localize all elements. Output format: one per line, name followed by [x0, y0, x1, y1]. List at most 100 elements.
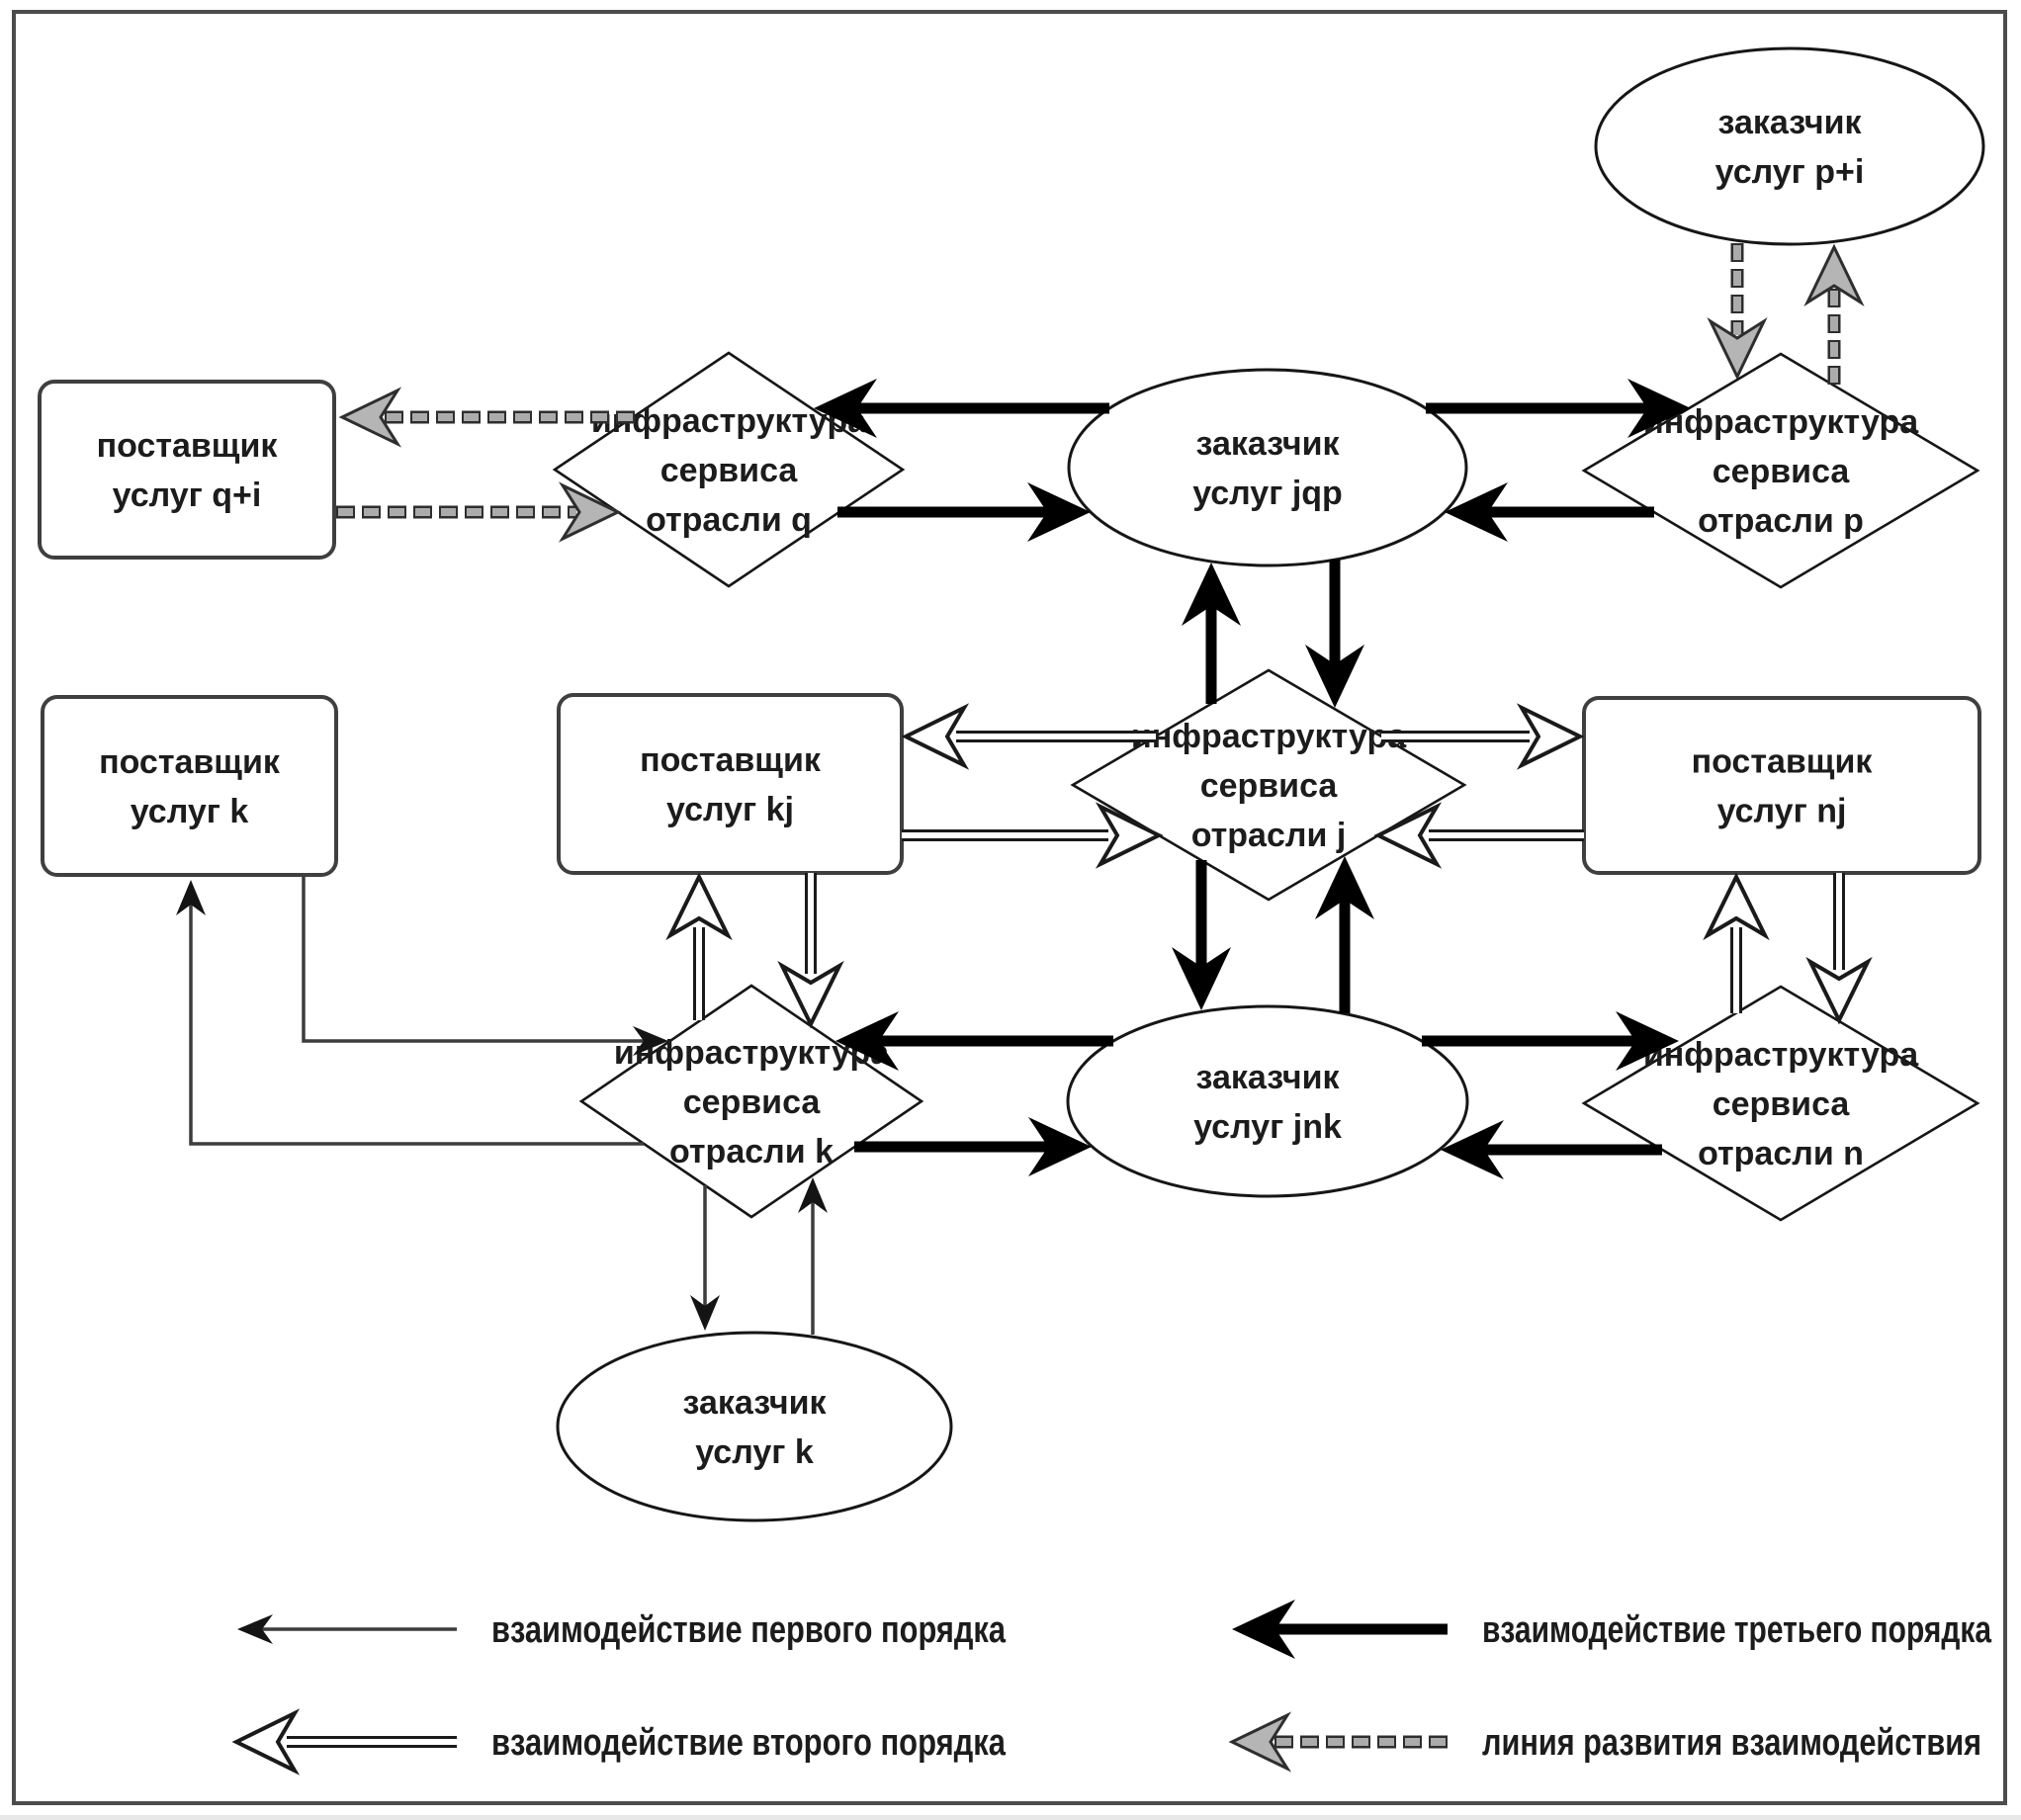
- edge-customer-jnk-to-infra-n: [1422, 1011, 1679, 1071]
- edge-infra-j-to-customer-jnk-arrowhead: [1172, 947, 1231, 1010]
- edge-infra-k-to-customer-jnk: [854, 1117, 1092, 1176]
- edge-provider-k-to-infra-k: [302, 875, 668, 1056]
- edge-infra-q-to-customer-jqp-arrowhead: [1027, 482, 1091, 542]
- edge-dev-infra-q-to-provider-qi-arrowhead: [338, 387, 402, 448]
- provider-kj-shape: [557, 693, 904, 875]
- edge-customer-jnk-to-infra-n-arrowhead: [1616, 1011, 1679, 1071]
- edge-provider-kj-to-infra-j: [902, 802, 1164, 869]
- provider-qi-shape: [38, 380, 336, 560]
- customer-pi-shape: [1594, 46, 1985, 246]
- edge-infra-j-to-provider-nj-arrowhead: [1516, 703, 1585, 770]
- edge-customer-jnk-to-infra-j-arrowhead: [1315, 856, 1374, 919]
- edge-provider-kj-to-infra-j-arrowhead: [1095, 802, 1164, 869]
- edge-customer-jnk-to-infra-j: [1315, 856, 1374, 1013]
- edge-provider-nj-to-infra-n: [1805, 873, 1873, 1025]
- customer-jnk-shape: [1066, 1004, 1469, 1198]
- edge-infra-n-to-provider-nj-arrowhead: [1703, 872, 1770, 941]
- edge-dev-infra-q-to-provider-qi: [338, 387, 635, 448]
- infra-j-shape: [1070, 668, 1467, 902]
- legend-arrow-third-arrowhead: [1232, 1600, 1295, 1659]
- edge-infra-j-to-provider-kj: [901, 703, 1156, 770]
- edge-customer-jnk-to-infra-k-arrowhead: [835, 1011, 899, 1071]
- edge-dev-infra-p-to-customer-pi-arrowhead: [1803, 243, 1865, 307]
- edge-dev-provider-qi-to-infra-q-arrowhead: [558, 481, 622, 543]
- edge-infra-j-to-customer-jnk: [1172, 860, 1231, 1010]
- edge-provider-kj-to-infra-k-arrowhead: [777, 960, 844, 1029]
- edge-infra-n-to-customer-jnk: [1441, 1120, 1662, 1179]
- legend-arrow-development: [1228, 1711, 1448, 1773]
- legend-label-first: взаимодействие первого порядка: [491, 1609, 1007, 1651]
- edge-provider-nj-to-infra-j: [1373, 802, 1584, 869]
- edge-dev-infra-p-to-customer-pi: [1803, 243, 1865, 385]
- provider-nj-shape: [1582, 696, 1981, 875]
- edge-infra-k-to-provider-k-arrowhead: [176, 880, 206, 915]
- legend-label-second: взаимодействие второго порядка: [491, 1722, 1007, 1764]
- edge-infra-k-to-customer-k-arrowhead: [690, 1295, 720, 1331]
- edge-infra-q-to-customer-jqp: [837, 482, 1091, 542]
- edge-dev-customer-pi-to-infra-p-arrowhead: [1707, 316, 1768, 381]
- customer-k-shape: [556, 1331, 953, 1522]
- edge-infra-j-to-provider-kj-arrowhead: [901, 703, 970, 770]
- edge-infra-k-to-provider-k: [176, 880, 644, 1146]
- legend: взаимодействие первого порядка взаимодейс…: [231, 1600, 1992, 1776]
- legend-arrow-second-arrowhead: [231, 1708, 301, 1776]
- legend-arrow-first: [237, 1614, 457, 1644]
- edge-customer-jqp-to-infra-j: [1305, 560, 1364, 708]
- edge-infra-n-to-provider-nj: [1703, 872, 1770, 1013]
- edge-customer-jqp-to-infra-q-arrowhead: [814, 379, 877, 438]
- legend-arrow-development-arrowhead: [1228, 1711, 1292, 1773]
- edge-infra-k-to-provider-kj-arrowhead: [665, 872, 733, 941]
- infra-p-shape: [1581, 352, 1980, 589]
- edge-provider-nj-to-infra-j-arrowhead: [1373, 802, 1443, 869]
- infra-q-shape: [552, 351, 906, 588]
- edge-infra-p-to-customer-jqp-arrowhead: [1445, 482, 1508, 542]
- edge-customer-jnk-to-infra-k: [835, 1011, 1113, 1071]
- edge-infra-j-to-customer-jqp-arrowhead: [1182, 563, 1241, 626]
- edge-infra-j-to-provider-nj: [1381, 703, 1585, 770]
- customer-jqp-shape: [1067, 368, 1468, 567]
- provider-k-shape: [41, 695, 338, 877]
- edge-customer-jqp-to-infra-q: [814, 379, 1109, 438]
- legend-label-development: линия развития взаимодействия: [1482, 1722, 1981, 1764]
- edge-customer-k-to-infra-k: [798, 1177, 828, 1335]
- legend-arrow-first-arrowhead: [237, 1614, 273, 1644]
- legend-arrow-second: [231, 1708, 457, 1776]
- edge-dev-customer-pi-to-infra-p: [1707, 243, 1768, 381]
- infra-k-shape: [578, 984, 924, 1219]
- edge-infra-k-to-provider-kj: [665, 872, 733, 1020]
- edge-infra-k-to-customer-k: [690, 1185, 720, 1331]
- legend-arrow-third: [1232, 1600, 1448, 1659]
- edge-infra-p-to-customer-jqp: [1445, 482, 1654, 542]
- diagram-border: [12, 10, 2007, 1805]
- edge-customer-jqp-to-infra-p-arrowhead: [1627, 379, 1691, 438]
- edge-provider-kj-to-infra-k: [777, 873, 844, 1029]
- edge-provider-nj-to-infra-n-arrowhead: [1805, 956, 1873, 1025]
- edge-infra-k-to-customer-jnk-arrowhead: [1028, 1117, 1092, 1176]
